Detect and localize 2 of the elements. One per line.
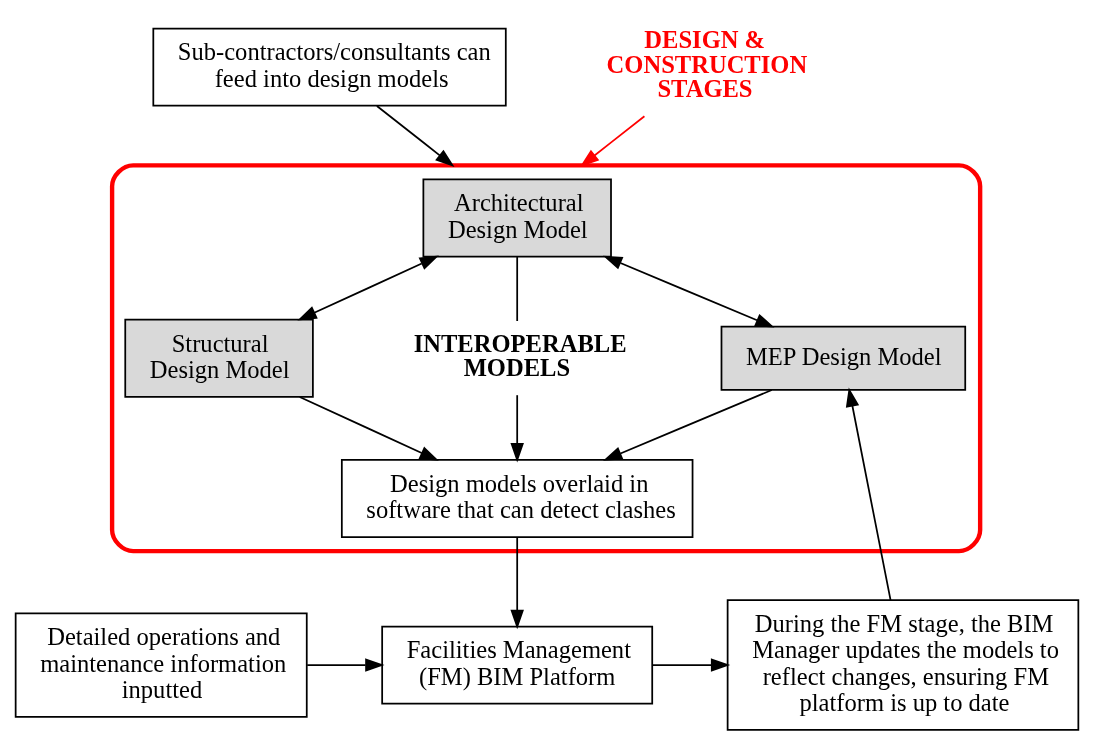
- node-text: DESIGN & CONSTRUCTION STAGES: [606, 26, 808, 103]
- node-text: INTEROPERABLE MODELS: [413, 329, 627, 382]
